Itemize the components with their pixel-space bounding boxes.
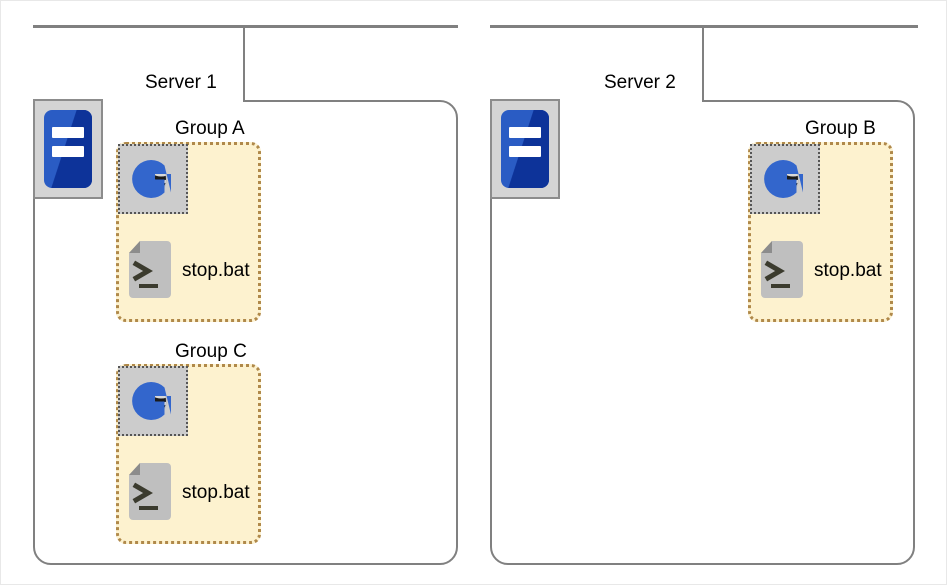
server-icon-slot-2 bbox=[52, 146, 84, 157]
server-tab-side-server-1 bbox=[243, 25, 245, 102]
bat-file-label: stop.bat bbox=[814, 259, 882, 281]
group-label-group-a: Group A bbox=[175, 118, 245, 139]
server-container-server-2[interactable]: Server 2 bbox=[490, 25, 915, 565]
server-tab-side-server-2 bbox=[702, 25, 704, 102]
server-tab-mask-server-2 bbox=[492, 99, 702, 104]
glassfish-globe-icon[interactable] bbox=[750, 144, 820, 214]
group-box-group-c[interactable]: stop.bat bbox=[116, 364, 261, 544]
server-tab-top-server-1 bbox=[33, 25, 458, 28]
glassfish-globe-icon[interactable] bbox=[118, 144, 188, 214]
bat-file-row-group-a[interactable]: stop.bat bbox=[127, 240, 250, 300]
server-icon-slot-2 bbox=[509, 146, 541, 157]
server-icon-slot-1 bbox=[509, 127, 541, 138]
group-box-group-b[interactable]: stop.bat bbox=[748, 142, 893, 322]
glassfish-globe-icon[interactable] bbox=[118, 366, 188, 436]
server-icon-body bbox=[44, 110, 92, 188]
group-label-group-c: Group C bbox=[175, 341, 247, 362]
group-label-group-b: Group B bbox=[805, 118, 876, 139]
server-icon-server-2[interactable] bbox=[490, 99, 560, 199]
server-icon-server-1[interactable] bbox=[33, 99, 103, 199]
server-body-server-1 bbox=[33, 100, 458, 565]
server-label-server-2: Server 2 bbox=[604, 72, 676, 93]
bat-file-label: stop.bat bbox=[182, 259, 250, 281]
server-container-server-1[interactable]: Server 1 bbox=[33, 25, 458, 565]
group-box-group-a[interactable]: stop.bat bbox=[116, 142, 261, 322]
bat-file-icon bbox=[129, 463, 171, 520]
bat-file-label: stop.bat bbox=[182, 481, 250, 503]
server-tab-mask-server-1 bbox=[35, 99, 243, 104]
server-rail-extension bbox=[915, 25, 918, 28]
server-icon-slot-1 bbox=[52, 127, 84, 138]
bat-file-icon bbox=[129, 241, 171, 298]
bat-file-row-group-b[interactable]: stop.bat bbox=[759, 240, 882, 300]
server-label-server-1: Server 1 bbox=[145, 72, 217, 93]
bat-file-icon bbox=[761, 241, 803, 298]
server-icon-body bbox=[501, 110, 549, 188]
bat-file-row-group-c[interactable]: stop.bat bbox=[127, 462, 250, 522]
